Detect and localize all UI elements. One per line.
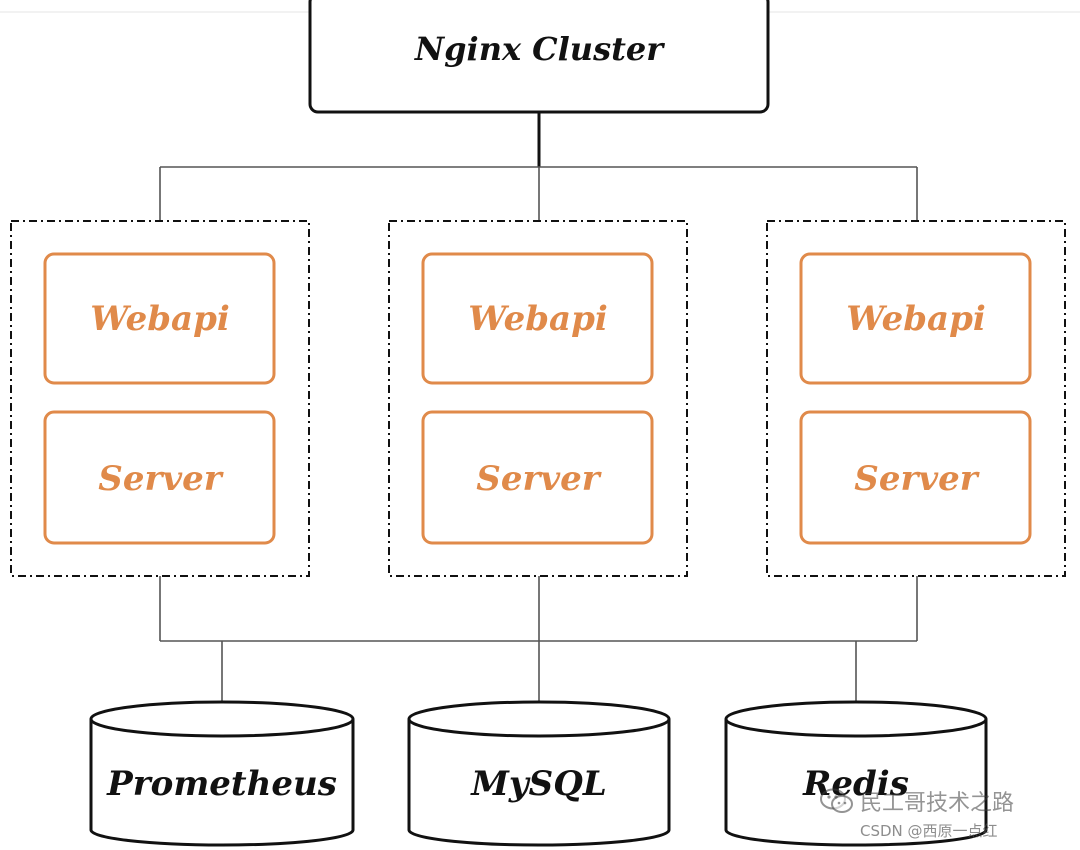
node-group-3: Webapi Server (766, 220, 1066, 577)
server-box-1: Server (43, 410, 276, 545)
webapi-box-2: Webapi (421, 252, 654, 385)
webapi-label-2: Webapi (468, 299, 608, 339)
datastore-label-prometheus: Prometheus (106, 764, 337, 804)
server-box-3: Server (799, 410, 1032, 545)
nginx-cluster-label: Nginx Cluster (414, 30, 665, 68)
webapi-label-1: Webapi (90, 299, 230, 339)
datastore-mysql: MySQL (407, 700, 671, 847)
datastore-redis: Redis (724, 700, 988, 847)
webapi-box-1: Webapi (43, 252, 276, 385)
server-label-2: Server (476, 459, 601, 499)
datastore-prometheus: Prometheus (89, 700, 355, 847)
server-box-2: Server (421, 410, 654, 545)
server-label-1: Server (98, 459, 223, 499)
datastore-label-redis: Redis (802, 764, 909, 804)
nginx-connectors (159, 112, 918, 221)
server-label-3: Server (854, 459, 979, 499)
node-group-2: Webapi Server (388, 220, 688, 577)
datastore-label-mysql: MySQL (470, 764, 606, 804)
webapi-box-3: Webapi (799, 252, 1032, 385)
node-group-1: Webapi Server (10, 220, 310, 577)
nginx-cluster-node: Nginx Cluster (308, 0, 770, 114)
webapi-label-3: Webapi (846, 299, 986, 339)
datastore-connectors (159, 576, 918, 703)
